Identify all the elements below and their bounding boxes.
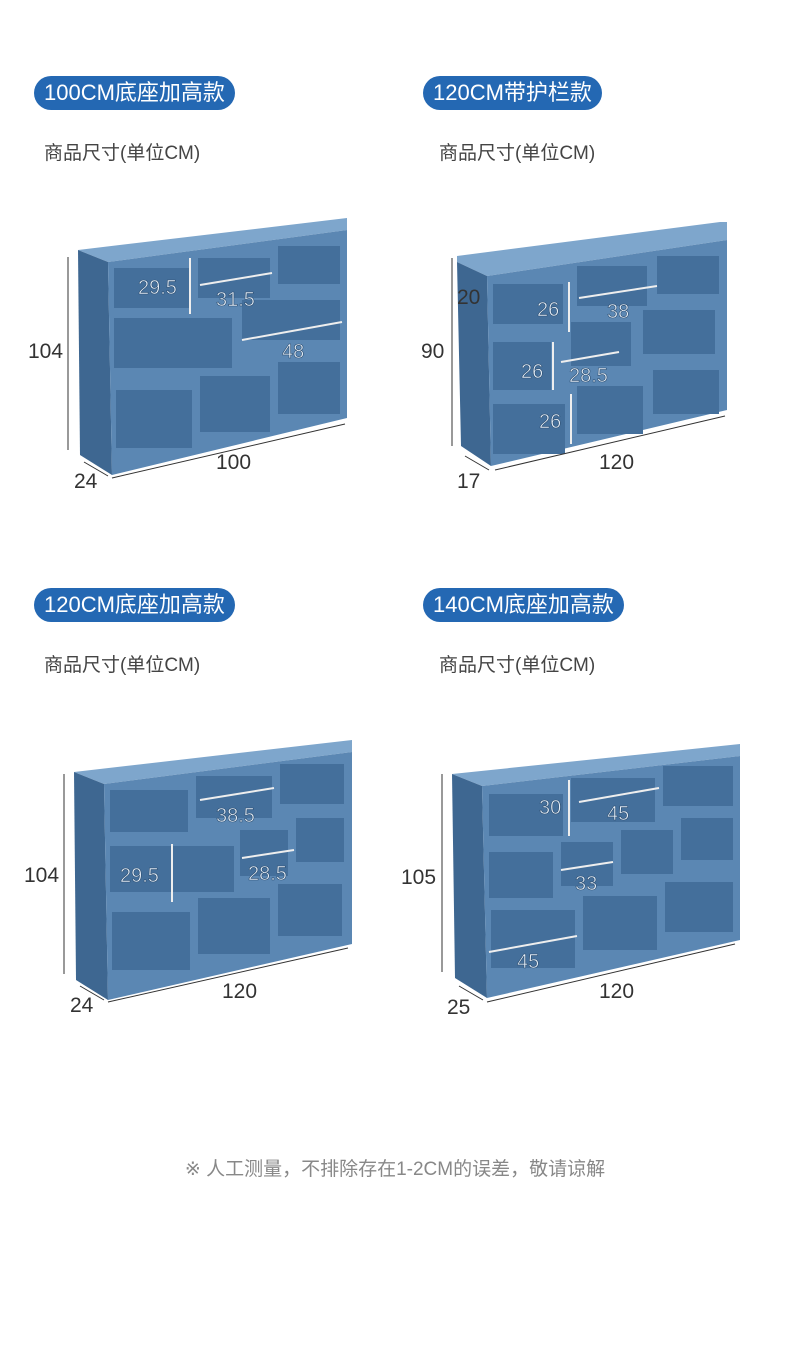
shelf-side: [78, 250, 112, 475]
depth-label: 24: [70, 994, 94, 1017]
inner-dim-label: 33: [575, 873, 597, 895]
inner-dim-label: 28.5: [248, 863, 287, 885]
shelf-top: [452, 744, 740, 786]
depth-label: 24: [74, 470, 98, 493]
inner-dim-label: 26: [521, 361, 543, 383]
inner-dim-label: 30: [539, 797, 561, 819]
inner-dim-label: 48: [282, 341, 304, 363]
panel-title-badge: 120CM带护栏款: [423, 76, 602, 110]
rail-height-label: 20: [457, 286, 480, 309]
shelf-side: [457, 262, 491, 466]
height-label: 90: [421, 340, 444, 363]
width-label: 120: [599, 980, 634, 1003]
inner-dim-label: 26: [539, 411, 561, 433]
guard-rail: [457, 222, 727, 276]
inner-dim-label: 29.5: [138, 277, 177, 299]
panel-subtitle: 商品尺寸(单位CM): [439, 655, 596, 676]
inner-dim-label: 45: [517, 951, 539, 973]
width-label: 120: [222, 980, 257, 1003]
product-panel-4: 140CM底座加高款 商品尺寸(单位CM) 105 25 120 30 45 3…: [395, 512, 790, 1032]
width-label: 120: [599, 451, 634, 474]
shelf-top: [78, 218, 347, 262]
height-label: 104: [28, 340, 63, 363]
panel-title-badge: 120CM底座加高款: [34, 588, 235, 622]
measurement-disclaimer: ※ 人工测量，不排除存在1-2CM的误差，敬请谅解: [184, 1159, 606, 1180]
bookshelf-diagram-1: 104 24 100 29.5 31.5 48: [28, 218, 347, 493]
panel-title-badge: 100CM底座加高款: [34, 76, 235, 110]
inner-dim-label: 38.5: [216, 805, 255, 827]
height-label: 105: [401, 866, 436, 889]
panel-subtitle: 商品尺寸(单位CM): [44, 655, 201, 676]
product-panel-3: 120CM底座加高款 商品尺寸(单位CM) 104 24 120 38.5 29…: [0, 512, 395, 1032]
inner-dim-label: 45: [607, 803, 629, 825]
bookshelf-diagram-2: 20 90 17 120 26 38 26 28.5 26: [421, 222, 727, 493]
width-label: 100: [216, 451, 251, 474]
depth-label: 17: [457, 470, 480, 493]
product-panel-1: 100CM底座加高款 商品尺寸(单位CM) 104 24 100 29.5 31…: [0, 0, 395, 520]
inner-dim-label: 38: [607, 301, 629, 323]
inner-dim-label: 26: [537, 299, 559, 321]
inner-dim-label: 29.5: [120, 865, 159, 887]
depth-label: 25: [447, 996, 470, 1019]
bookshelf-diagram-4: 105 25 120 30 45 33 45: [401, 744, 740, 1019]
panel-subtitle: 商品尺寸(单位CM): [439, 143, 596, 164]
shelf-side: [452, 774, 487, 998]
shelf-side: [74, 772, 108, 1000]
inner-dim-label: 31.5: [216, 289, 255, 311]
panel-title-badge: 140CM底座加高款: [423, 588, 624, 622]
height-label: 104: [24, 864, 59, 887]
inner-dim-label: 28.5: [569, 365, 608, 387]
bookshelf-diagram-3: 104 24 120 38.5 29.5 28.5: [24, 740, 352, 1017]
product-panel-2: 120CM带护栏款 商品尺寸(单位CM) 20 90 17 120 26 38 …: [395, 0, 790, 520]
shelf-top: [74, 740, 352, 784]
panel-subtitle: 商品尺寸(单位CM): [44, 143, 201, 164]
